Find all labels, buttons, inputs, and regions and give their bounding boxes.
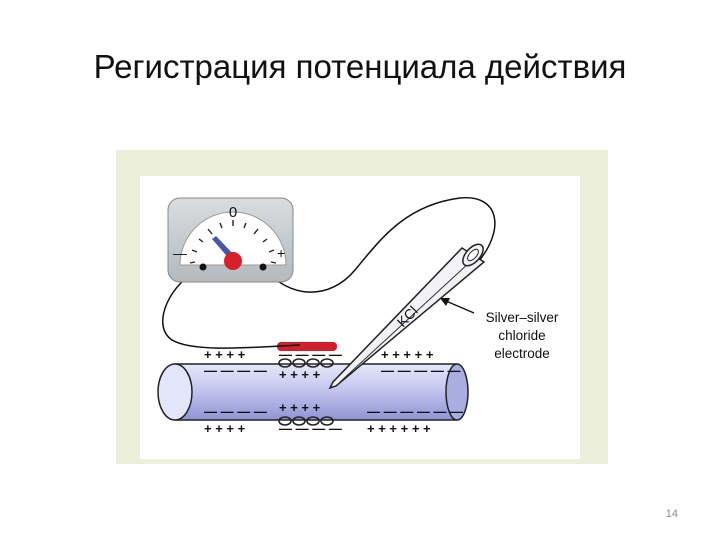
charge-bottom-inner-mid: + + + + xyxy=(279,400,321,415)
charge-bottom-outer-right: + + + + + + xyxy=(367,421,431,436)
slide-title: Регистрация потенциала действия xyxy=(93,48,627,85)
electrode-label-line-3: electrode xyxy=(494,346,550,361)
terminal-positive xyxy=(259,263,267,271)
wire-to-electrode xyxy=(262,197,496,293)
electrode-label: Silver–silver chloride electrode xyxy=(486,310,559,361)
voltmeter-dial xyxy=(179,211,287,266)
dial-plus-label: + xyxy=(277,245,285,261)
charge-bottom-inner-right: — — — — — — xyxy=(367,404,463,419)
electrode-label-line-2: chloride xyxy=(498,328,545,343)
axon-left-end xyxy=(157,363,193,421)
charge-bottom-outer-left: + + + + xyxy=(204,421,246,436)
wire-to-stimulus xyxy=(162,266,301,349)
terminal-negative xyxy=(199,263,207,271)
charge-top-inner-left: — — — — xyxy=(204,363,267,378)
pipette-body xyxy=(328,247,486,390)
stimulus-bar xyxy=(277,342,337,351)
charge-bottom-inner-left: — — — — xyxy=(204,404,267,419)
dial-minus-label: — xyxy=(173,245,187,261)
wires xyxy=(162,197,496,349)
axon-right-end xyxy=(445,363,469,421)
charge-top-inner-mid: + + + + xyxy=(279,367,321,382)
dial-zero-label: 0 xyxy=(229,204,237,221)
membrane-charges: + + + + — — — — — — — — + + + + + + + + … xyxy=(204,347,463,436)
page-number: 14 xyxy=(665,508,678,520)
silver-wire xyxy=(339,261,471,383)
electrode-label-line-1: Silver–silver xyxy=(486,310,559,325)
local-current-loops xyxy=(278,358,334,426)
voltmeter: 0 — + xyxy=(167,197,294,283)
charge-top-outer-mid: — — — — xyxy=(279,347,342,362)
axon xyxy=(157,363,469,421)
axon-body xyxy=(175,364,457,420)
charge-top-inner-right: — — — — — xyxy=(381,363,460,378)
charge-top-outer-right: + + + + + xyxy=(381,347,434,362)
needle-pivot xyxy=(224,252,242,270)
charge-top-outer-left: + + + + xyxy=(204,347,246,362)
charge-bottom-outer-mid: — — — — xyxy=(279,421,342,436)
electrode-pointer xyxy=(440,298,475,314)
dial-ticks xyxy=(189,220,277,264)
